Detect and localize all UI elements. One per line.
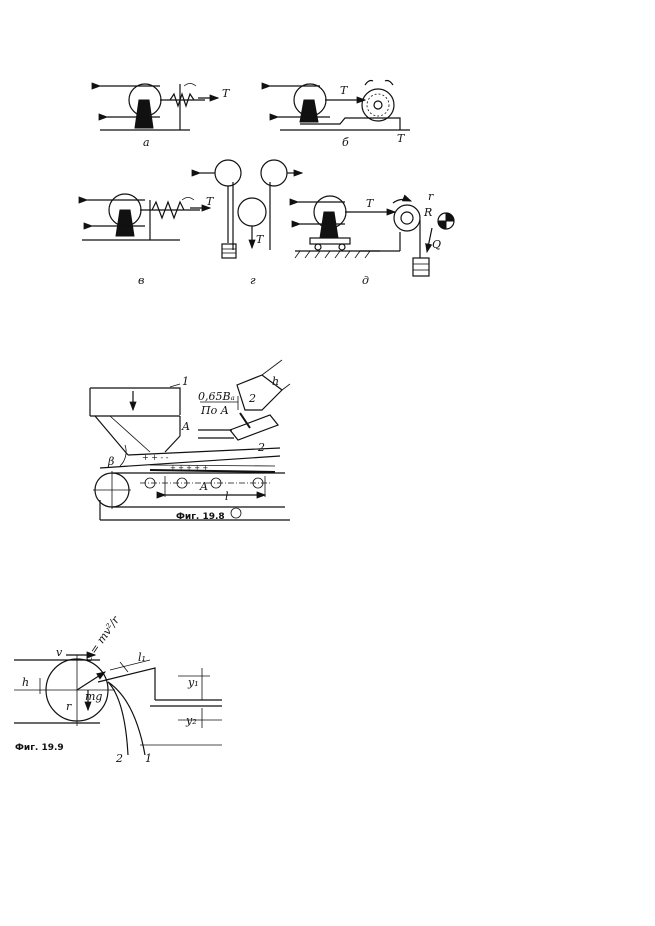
label-19-8-2b: 2 — [257, 441, 265, 454]
label-a-T: T — [222, 87, 231, 100]
label-19-8-2: 2 — [248, 392, 256, 405]
diagram-a: T a — [91, 82, 231, 149]
label-d-R: R — [423, 206, 432, 219]
label-19-8-dim: 0,65Bₐ — [198, 390, 235, 403]
label-d-r: r — [428, 190, 434, 203]
label-19-8-beta: β — [107, 455, 114, 468]
label-19-8-view: По A — [200, 404, 229, 417]
diagram-d: T r R Q д — [289, 190, 455, 287]
label-v-T: T — [206, 195, 215, 208]
label-g-T: T — [256, 233, 265, 246]
label-19-9-n1: 1 — [145, 752, 152, 765]
svg-text:+ + - -: + + - - — [142, 453, 169, 462]
label-19-9-mg: mg — [85, 690, 102, 703]
caption-19-8: Фиг. 19.8 — [176, 512, 225, 522]
label-19-8-A2: A — [199, 480, 208, 493]
diagram-v: T в — [78, 193, 215, 287]
label-19-9-r: r — [66, 700, 72, 713]
label-d-sub: д — [362, 274, 369, 287]
label-19-8-A1: A — [181, 420, 190, 433]
label-19-8-l: l — [225, 490, 229, 503]
label-19-9-v: v — [56, 646, 63, 659]
label-v-sub: в — [138, 274, 144, 287]
label-b-T2: T — [397, 132, 406, 145]
caption-19-9: Фиг. 19.9 — [15, 743, 64, 753]
label-g-sub: г — [250, 274, 256, 287]
label-d-T: T — [366, 197, 375, 210]
label-19-9-y1: y₁ — [187, 676, 199, 689]
diagram-g: T г — [191, 159, 304, 287]
label-d-Q: Q — [432, 238, 441, 251]
label-19-8-1: 1 — [182, 375, 189, 388]
label-b-T: T — [340, 84, 349, 97]
label-19-8-h: h — [272, 375, 279, 388]
label-19-9-l1: l₁ — [138, 651, 146, 664]
label-b-sub: б — [342, 136, 349, 149]
label-19-9-h: h — [22, 676, 29, 689]
label-19-9-n2: 2 — [115, 752, 123, 765]
figure-19-8: 1 + + - - + + + + + 2 A l β — [89, 359, 291, 522]
label-a-sub: a — [143, 136, 150, 149]
figure-19-9: v h mg r c = mv²/r l₁ y₁ y₂ 2 1 Фиг. 19.… — [14, 613, 222, 765]
diagram-b: T б T — [261, 79, 410, 149]
label-19-9-y2: y₂ — [185, 714, 197, 727]
svg-text:+ + + + +: + + + + + — [170, 464, 208, 472]
label-19-9-c: c = mv²/r — [81, 613, 122, 664]
